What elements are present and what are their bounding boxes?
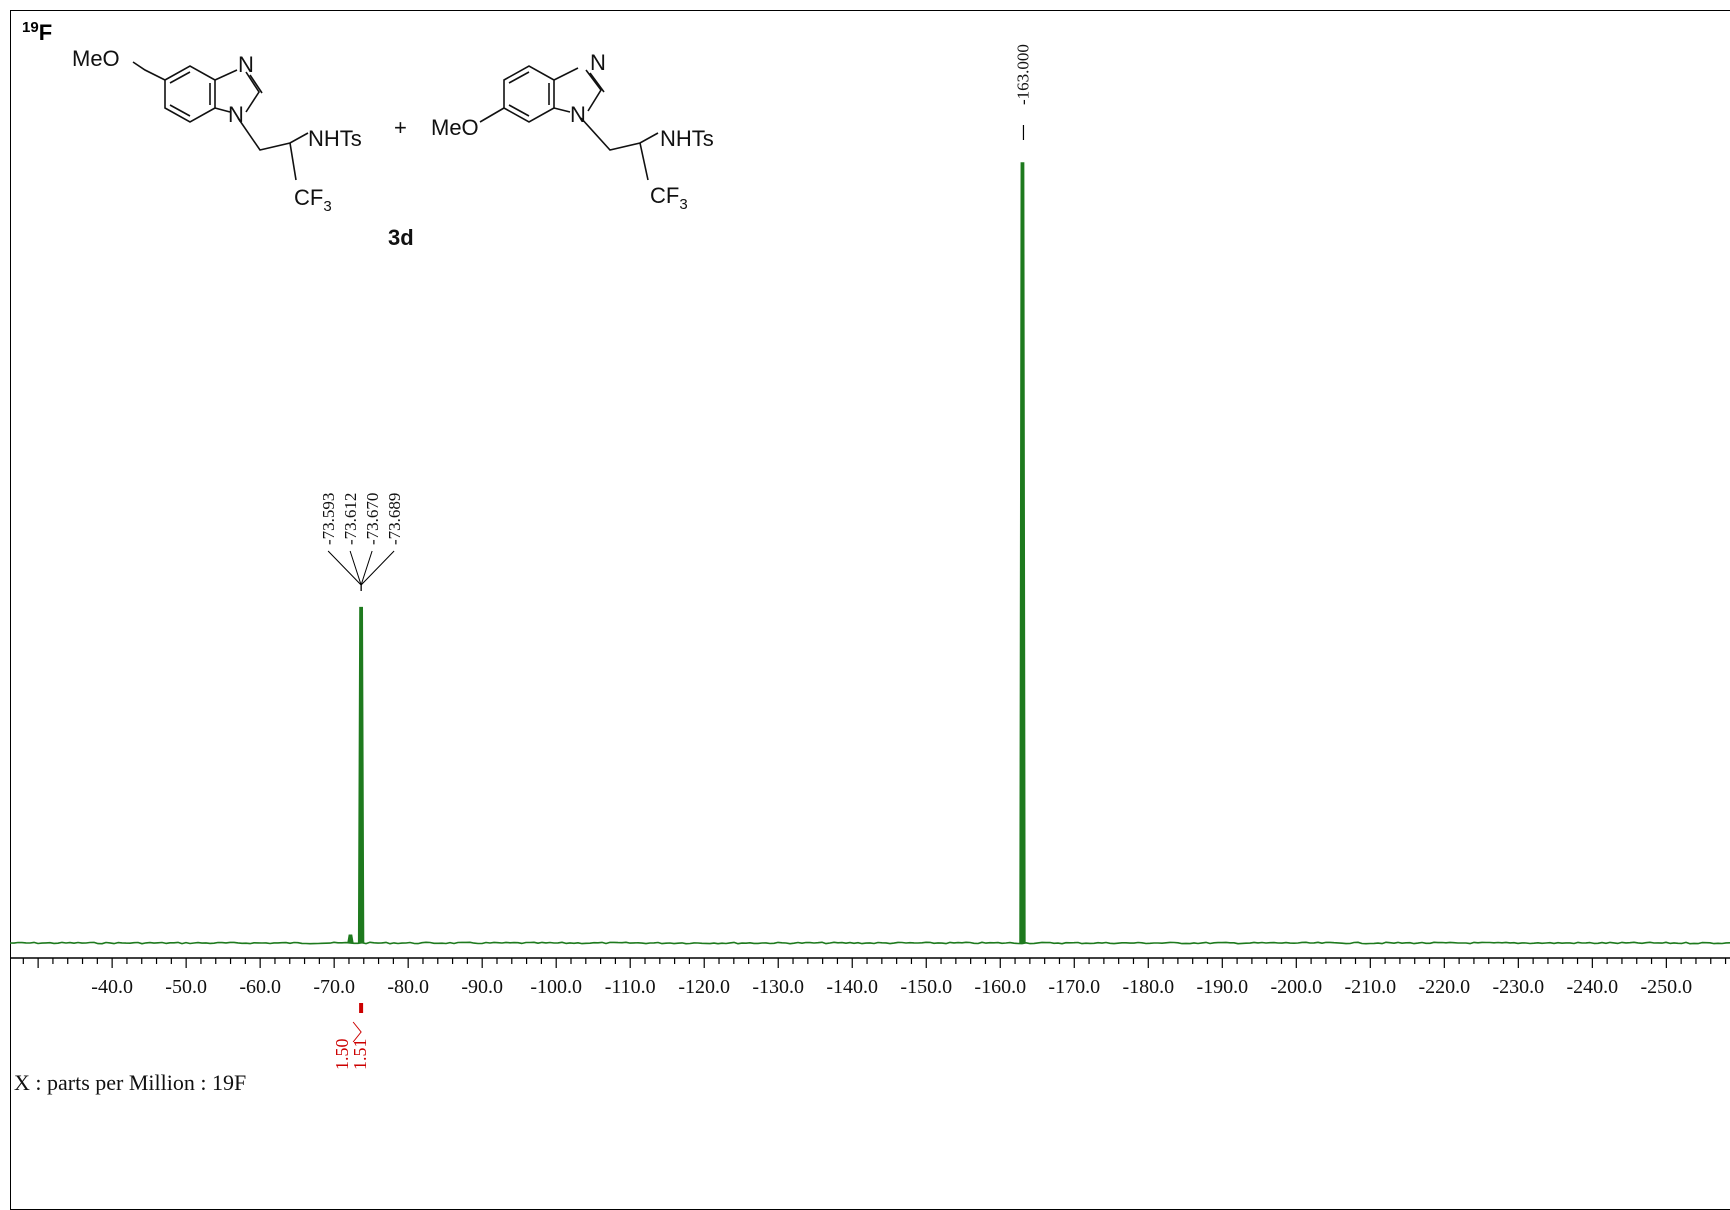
peak-label: -73.689 [385, 493, 404, 545]
x-tick-label: -240.0 [1567, 976, 1619, 998]
x-tick-label: -60.0 [239, 976, 281, 998]
nucleus-label-sup: 19 [22, 19, 39, 36]
x-axis-title: X : parts per Million : 19F [14, 1070, 246, 1095]
x-tick-label: -120.0 [678, 976, 730, 998]
integral-label: 1.51 [350, 1039, 370, 1071]
x-tick-label: -220.0 [1418, 976, 1470, 998]
x-tick-label: -100.0 [530, 976, 582, 998]
x-tick-label: -200.0 [1270, 976, 1322, 998]
x-tick-label: -250.0 [1641, 976, 1693, 998]
spectrum-peak-0 [357, 606, 365, 944]
integral-label: 1.50 [332, 1039, 352, 1071]
integral-bracket [352, 1021, 362, 1043]
molecule-1-cf3-sub: 3 [323, 198, 331, 215]
molecule-2-meo: MeO [431, 115, 479, 140]
x-tick-label: -160.0 [974, 976, 1026, 998]
molecule-1-meo: MeO [72, 46, 120, 71]
x-tick-label: -80.0 [387, 976, 429, 998]
x-tick-label: -70.0 [313, 976, 355, 998]
molecule-2-cf3: CF3 [650, 183, 688, 213]
nucleus-label: 19F [22, 19, 52, 45]
molecule-2-cf3-sub: 3 [679, 196, 687, 213]
spectrum-peak-1 [1019, 162, 1026, 944]
x-axis-tick-labels: -40.0 -50.0 -60.0 -70.0 -80.0 -90.0 -100.0 -110… [91, 976, 1692, 998]
molecule-2-n1: N [570, 102, 586, 127]
peak-label: -73.670 [363, 493, 382, 545]
peak-label: -163.000 [1013, 44, 1032, 105]
molecule-1-cf3: CF3 [294, 185, 332, 215]
compound-label: 3d [388, 225, 414, 250]
x-tick-label: -140.0 [826, 976, 878, 998]
x-tick-label: -210.0 [1344, 976, 1396, 998]
molecule-2-structure [479, 65, 659, 181]
molecule-1-structure [132, 61, 309, 181]
peak-label-connector [349, 550, 362, 591]
spectrum-peak-2 [347, 934, 354, 944]
molecule-1-n3: N [238, 52, 254, 77]
molecule-1-nhts: NHTs [308, 126, 362, 151]
x-tick-label: -230.0 [1492, 976, 1544, 998]
x-tick-label: -110.0 [605, 976, 656, 998]
molecule-2-nhts: NHTs [660, 126, 714, 151]
integrals: 1.501.51 [332, 1003, 370, 1070]
molecule-2-n3: N [590, 50, 606, 75]
peak-label: -73.593 [319, 493, 338, 545]
nmr-spectrum: 19F MeO N N NHTs CF3 + MeO N N NHTs CF3 [9, 19, 1730, 1095]
x-tick-label: -90.0 [461, 976, 503, 998]
spectrum-trace [9, 941, 1730, 945]
x-tick-label: -40.0 [91, 976, 133, 998]
peak-labels: -73.593-73.612-73.670-73.689 -163.000 [319, 44, 1032, 591]
x-tick-label: -130.0 [752, 976, 804, 998]
plus-sign: + [394, 115, 407, 140]
molecule-2-cf: CF [650, 183, 679, 208]
x-tick-label: -190.0 [1196, 976, 1248, 998]
peak-label-connector [360, 550, 373, 591]
peaks-layer [347, 162, 1026, 944]
nucleus-label-base: F [39, 20, 52, 45]
molecule-1-n1: N [228, 102, 244, 127]
peak-label: -73.612 [341, 493, 360, 545]
x-tick-label: -170.0 [1048, 976, 1100, 998]
peak-label-connector [360, 550, 395, 591]
x-tick-label: -50.0 [165, 976, 207, 998]
x-axis-ticks [22, 958, 1727, 968]
x-tick-label: -180.0 [1122, 976, 1174, 998]
x-tick-label: -150.0 [900, 976, 952, 998]
molecule-1-cf: CF [294, 185, 323, 210]
